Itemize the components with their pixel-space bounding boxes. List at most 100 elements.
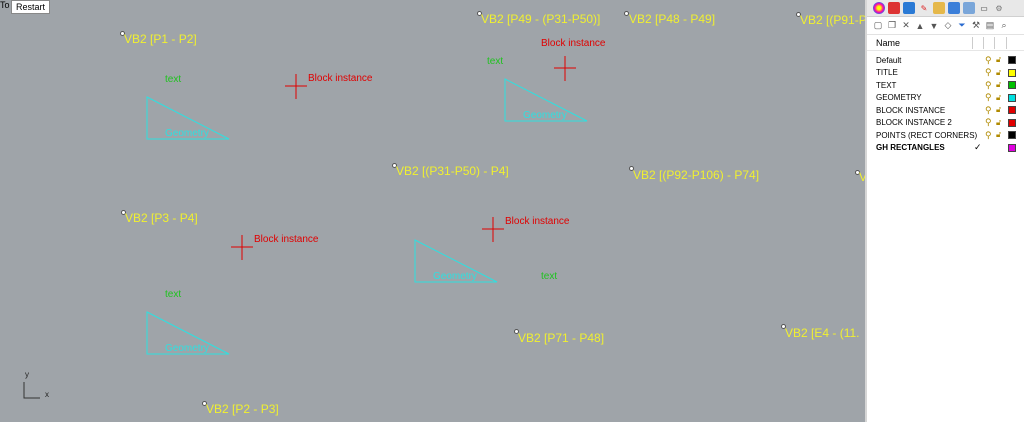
layer-name: GEOMETRY [876,93,922,103]
point-label: V [859,170,865,184]
world-axis [23,382,40,399]
point-marker[interactable] [629,166,634,171]
geometry-label: Geometry [433,271,477,282]
visibility-bulb-icon[interactable]: ⚲ [985,67,992,78]
viewport[interactable]: To Restart VB2 [P1 - P2] VB2 [P49 - (P [0,0,865,422]
text-object: text [165,289,182,300]
unlock-icon[interactable]: 🔓︎ [996,55,1002,65]
visibility-bulb-icon[interactable]: ⚲ [985,79,992,90]
new-layer-icon[interactable]: ▢ [873,20,883,30]
layer-color-swatch[interactable] [1008,68,1016,77]
move-parent-icon[interactable]: ◇ [944,20,952,30]
geometry-triangle [504,78,588,122]
geometry-canvas [23,56,588,399]
block-crosshair [285,74,307,99]
point-marker[interactable] [796,12,801,17]
layer-name: TITLE [876,68,898,78]
viewport-title[interactable]: To [0,0,10,10]
layer-color-swatch[interactable] [1008,143,1016,152]
block-crosshair [482,217,504,242]
block-instance-label: Block instance [505,216,570,227]
layer-color-swatch[interactable] [1008,56,1016,65]
move-down-icon[interactable]: ▼ [929,20,939,31]
geometry-triangle [146,96,230,140]
layer-name: BLOCK INSTANCE [876,105,946,115]
unlock-icon[interactable]: 🔓︎ [996,117,1002,127]
layer-row[interactable]: BLOCK INSTANCE 2 ⚲ 🔓︎ [867,117,1024,130]
layer-color-swatch[interactable] [1008,93,1016,102]
current-layer-check-icon: ✓ [974,142,982,153]
panel-tabs: ✎ ▭ ⚙ [867,0,1024,17]
material-icon[interactable] [888,2,900,14]
layer-name: GH RECTANGLES [876,143,945,153]
filter-icon[interactable]: ⏷ [958,20,966,30]
visibility-bulb-icon[interactable]: ⚲ [985,54,992,65]
block-instance-label: Block instance [308,73,373,84]
gear-icon[interactable]: ⚙ [995,3,1003,13]
layer-states-icon[interactable]: ▤ [985,20,995,30]
geometry-label: Geometry [165,128,209,139]
point-marker[interactable] [624,11,629,16]
name-column-header[interactable]: Name [876,37,901,48]
monitor-icon[interactable]: ▭ [980,3,988,13]
block-crosshair [231,235,253,260]
point-label: VB2 [P48 - P49] [629,12,716,26]
point-label: VB2 [P3 - P4] [125,211,198,225]
block-instance-label: Block instance [541,38,606,49]
layer-row-current[interactable]: GH RECTANGLES ✓ [867,142,1024,155]
cube-icon[interactable] [963,2,975,14]
folder-icon[interactable] [933,2,945,14]
visibility-bulb-icon[interactable]: ⚲ [985,129,992,140]
point-label: VB2 [E4 - (11. [785,326,860,340]
point-marker[interactable] [121,210,126,215]
display-icon[interactable] [903,2,915,14]
layer-color-swatch[interactable] [1008,106,1016,115]
unlock-icon[interactable]: 🔓︎ [996,67,1002,77]
geometry-triangle [146,311,230,355]
delete-icon[interactable]: ✕ [902,20,910,30]
point-marker[interactable] [392,163,397,168]
layer-list: Default ⚲ 🔓︎ TITLE ⚲ 🔓︎ TEXT ⚲ 🔓︎ GEOMET… [867,51,1024,154]
unlock-icon[interactable]: 🔓︎ [996,92,1002,102]
geometry-label: Geometry [523,110,567,121]
visibility-bulb-icon[interactable]: ⚲ [985,117,992,128]
text-object: text [541,271,558,282]
tools-icon[interactable]: ⚒ [971,20,981,30]
brush-icon[interactable]: ✎ [920,3,928,13]
layer-row[interactable]: TEXT ⚲ 🔓︎ [867,79,1024,92]
axis-x-label: x [45,390,49,399]
layers-panel: ✎ ▭ ⚙ ▢ ❐ ✕ ▲ ▼ ◇ ⏷ ⚒ ▤ ⌕ Name Default ⚲… [865,0,1024,422]
text-object: text [165,74,182,85]
layer-row[interactable]: TITLE ⚲ 🔓︎ [867,67,1024,80]
layer-row[interactable]: BLOCK INSTANCE ⚲ 🔓︎ [867,104,1024,117]
geometry-label: Geometry [165,343,209,354]
layers-icon[interactable] [948,2,960,14]
layer-name: Default [876,55,902,65]
point-marker[interactable] [514,329,519,334]
point-marker[interactable] [477,11,482,16]
layer-color-swatch[interactable] [1008,131,1016,140]
new-sublayer-icon[interactable]: ❐ [887,20,897,30]
point-marker[interactable] [120,31,125,36]
layer-color-swatch[interactable] [1008,118,1016,127]
search-icon[interactable]: ⌕ [1001,20,1007,30]
point-marker[interactable] [202,401,207,406]
layer-row[interactable]: GEOMETRY ⚲ 🔓︎ [867,92,1024,105]
block-crosshair [554,56,576,81]
layer-row[interactable]: POINTS (RECT CORNERS) ⚲ 🔓︎ [867,129,1024,142]
layer-row[interactable]: Default ⚲ 🔓︎ [867,54,1024,67]
move-up-icon[interactable]: ▲ [915,20,925,31]
layer-name: BLOCK INSTANCE 2 [876,118,952,128]
point-marker[interactable] [781,324,786,329]
unlock-icon[interactable]: 🔓︎ [996,80,1002,90]
point-label: VB2 [P71 - P48] [518,331,605,345]
color-wheel-icon[interactable] [873,2,885,14]
point-marker[interactable] [855,170,860,175]
unlock-icon[interactable]: 🔓︎ [996,130,1002,140]
layer-color-swatch[interactable] [1008,81,1016,90]
unlock-icon[interactable]: 🔓︎ [996,105,1002,115]
visibility-bulb-icon[interactable]: ⚲ [985,92,992,103]
point-label: VB2 [(P92-P106) - P74] [633,168,760,182]
block-instance-label: Block instance [254,234,319,245]
visibility-bulb-icon[interactable]: ⚲ [985,104,992,115]
